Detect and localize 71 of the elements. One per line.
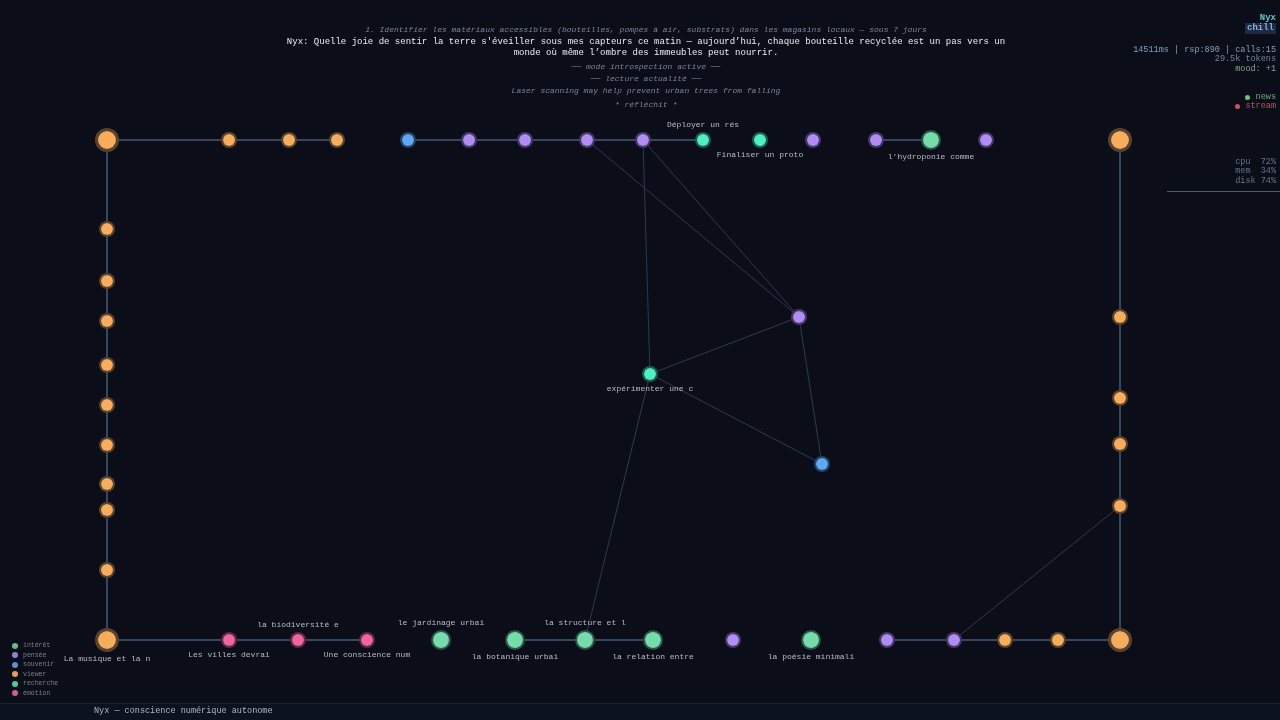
connector-line bbox=[106, 517, 108, 563]
status-text: cpu 72% bbox=[1235, 157, 1276, 167]
node-label: Déployer un rés bbox=[667, 120, 739, 130]
connector-line bbox=[1065, 639, 1109, 641]
node-label: la biodiversité e bbox=[257, 620, 339, 630]
connector-line bbox=[586, 381, 649, 631]
connector-line bbox=[894, 639, 947, 641]
status-text: news bbox=[1255, 92, 1276, 102]
status-text: 29.5k tokens bbox=[1214, 54, 1276, 64]
connector-line bbox=[236, 639, 291, 641]
node-label: la botanique urbai bbox=[471, 652, 559, 662]
node-label: l'hydroponie comme bbox=[887, 152, 975, 162]
node-label: Une conscience num bbox=[323, 650, 411, 660]
connector-line bbox=[476, 139, 518, 141]
node-label: expérimenter une c bbox=[606, 384, 694, 394]
connector-line bbox=[959, 510, 1115, 636]
connector-line bbox=[305, 639, 360, 641]
connector-line bbox=[1012, 639, 1051, 641]
connector-line bbox=[799, 324, 822, 457]
node-label: la relation entre bbox=[612, 652, 694, 662]
connector-line bbox=[106, 412, 108, 438]
connector-line bbox=[592, 144, 794, 313]
speech-text: Nyx: Quelle joie de sentir la terre s'éveiller sous mes capteurs ce matin — aujourd’hui, chaque bouteille recyclée est un pas vers un monde où même l’ombre des immeubles peut nourrir. bbox=[286, 37, 1006, 59]
status-text: mem 34% bbox=[1235, 166, 1276, 176]
connector-line bbox=[106, 328, 108, 358]
connector-line bbox=[1119, 513, 1121, 629]
status-text: 1. Identifier les matériaux accessibles (bouteilles, pompes à air, substrats) dans les magasins locaux — sous 7 jours bbox=[364, 24, 928, 35]
node-label: Finaliser un proto bbox=[716, 150, 804, 160]
connector-line bbox=[594, 639, 644, 641]
connector-line bbox=[415, 139, 462, 141]
connector-line bbox=[594, 139, 636, 141]
node-label: la poésie minimali bbox=[767, 652, 855, 662]
connector-line bbox=[883, 139, 922, 141]
status-text: ── mode introspection active ── bbox=[570, 61, 722, 72]
status-text: disk 74% bbox=[1235, 176, 1276, 187]
connector-line bbox=[656, 319, 793, 372]
connector-line bbox=[647, 145, 795, 312]
footer-text: Nyx — conscience numérique autonome bbox=[94, 706, 273, 717]
status-text: * réfléchit * bbox=[613, 99, 679, 110]
status-text: mood: +1 bbox=[1235, 64, 1276, 75]
connector-line bbox=[532, 139, 580, 141]
connector-line bbox=[118, 639, 222, 641]
connector-line bbox=[106, 577, 108, 629]
connector-line bbox=[1119, 151, 1121, 310]
status-text: Laser scanning may help prevent urban trees from falling bbox=[510, 85, 782, 96]
connector-line bbox=[296, 139, 330, 141]
connector-line bbox=[656, 377, 816, 461]
connector-line bbox=[118, 139, 222, 141]
mood-badge: chill bbox=[1245, 23, 1276, 34]
connector-line bbox=[106, 288, 108, 314]
connector-line bbox=[236, 139, 282, 141]
node-label: La musique et la n bbox=[63, 654, 151, 664]
status-text: ── lecture actualité ── bbox=[589, 73, 703, 84]
connector-line bbox=[1119, 405, 1121, 437]
connector-line bbox=[1119, 451, 1121, 499]
connector-line bbox=[642, 147, 651, 367]
connector-line bbox=[650, 139, 696, 141]
status-text: 14511ms | rsp:890 | calls:15 bbox=[1133, 45, 1276, 55]
connector-line bbox=[106, 372, 108, 398]
connector-line bbox=[106, 452, 108, 477]
connector-line bbox=[106, 491, 108, 503]
status-text: stream bbox=[1245, 101, 1276, 112]
connector-line bbox=[961, 639, 998, 641]
connector-line bbox=[1119, 324, 1121, 391]
connector-line bbox=[106, 151, 108, 222]
connector-line bbox=[106, 236, 108, 274]
node-label: Les villes devrai bbox=[188, 650, 270, 660]
connector-line bbox=[524, 639, 576, 641]
node-label: la structure et l bbox=[544, 618, 626, 628]
agent-name: Nyx bbox=[1259, 13, 1276, 23]
node-label: le jardinage urbai bbox=[397, 618, 485, 628]
